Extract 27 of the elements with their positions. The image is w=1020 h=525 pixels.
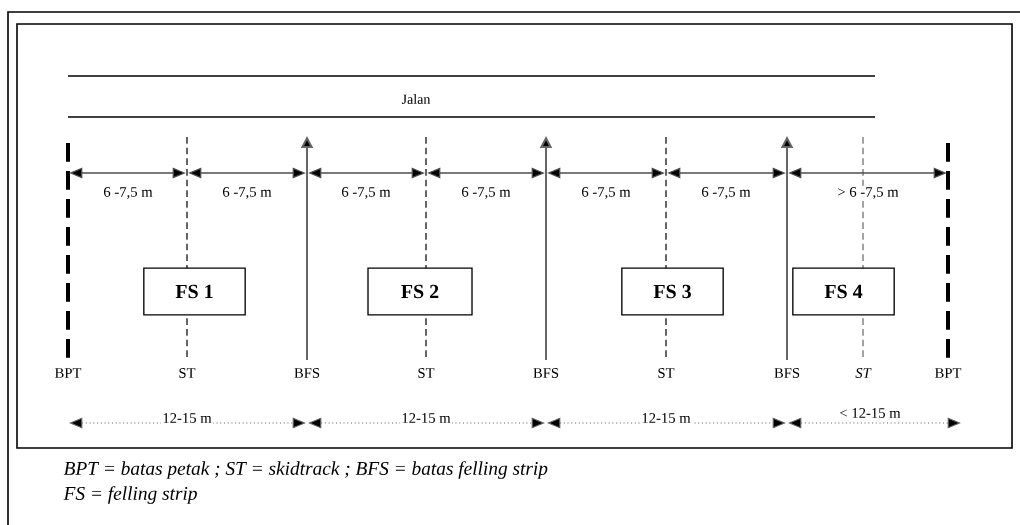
dimension-label: 6 -7,5 m	[102, 185, 154, 201]
dimension-label: 6 -7,5 m	[221, 185, 273, 201]
dimension-label: 12-15 m	[640, 411, 692, 425]
line-label: ST	[418, 368, 435, 378]
dimension-label: 12-15 m	[161, 411, 213, 425]
strip-box: FS 3	[621, 267, 724, 316]
dimension-label: > 6 -7,5 m	[836, 185, 900, 201]
strip-box: FS 1	[143, 267, 246, 316]
dimension-label: 6 -7,5 m	[340, 185, 392, 201]
legend-note: BPT = batas petak ; ST = skidtrack ; BFS = batas felling strip	[63, 461, 548, 479]
dimension-label: 6 -7,5 m	[580, 185, 632, 201]
line-label: BFS	[533, 368, 559, 378]
line-label: BPT	[54, 368, 82, 378]
line-label: BPT	[935, 368, 962, 378]
road-label: Jalan	[401, 94, 431, 104]
line-label: ST	[658, 368, 675, 378]
dimension-label: 12-15 m	[400, 411, 452, 425]
strip-box: FS 4	[792, 267, 895, 316]
legend-note: FS = felling strip	[63, 486, 197, 504]
line-label: BFS	[774, 368, 800, 378]
line-label: ST	[855, 368, 872, 378]
dimension-label: 6 -7,5 m	[700, 185, 752, 201]
dimension-label: < 12-15 m	[838, 406, 902, 420]
line-label: BFS	[294, 368, 320, 378]
dimension-label: 6 -7,5 m	[460, 185, 512, 201]
strip-box: FS 2	[367, 267, 473, 316]
line-label: ST	[179, 368, 196, 378]
